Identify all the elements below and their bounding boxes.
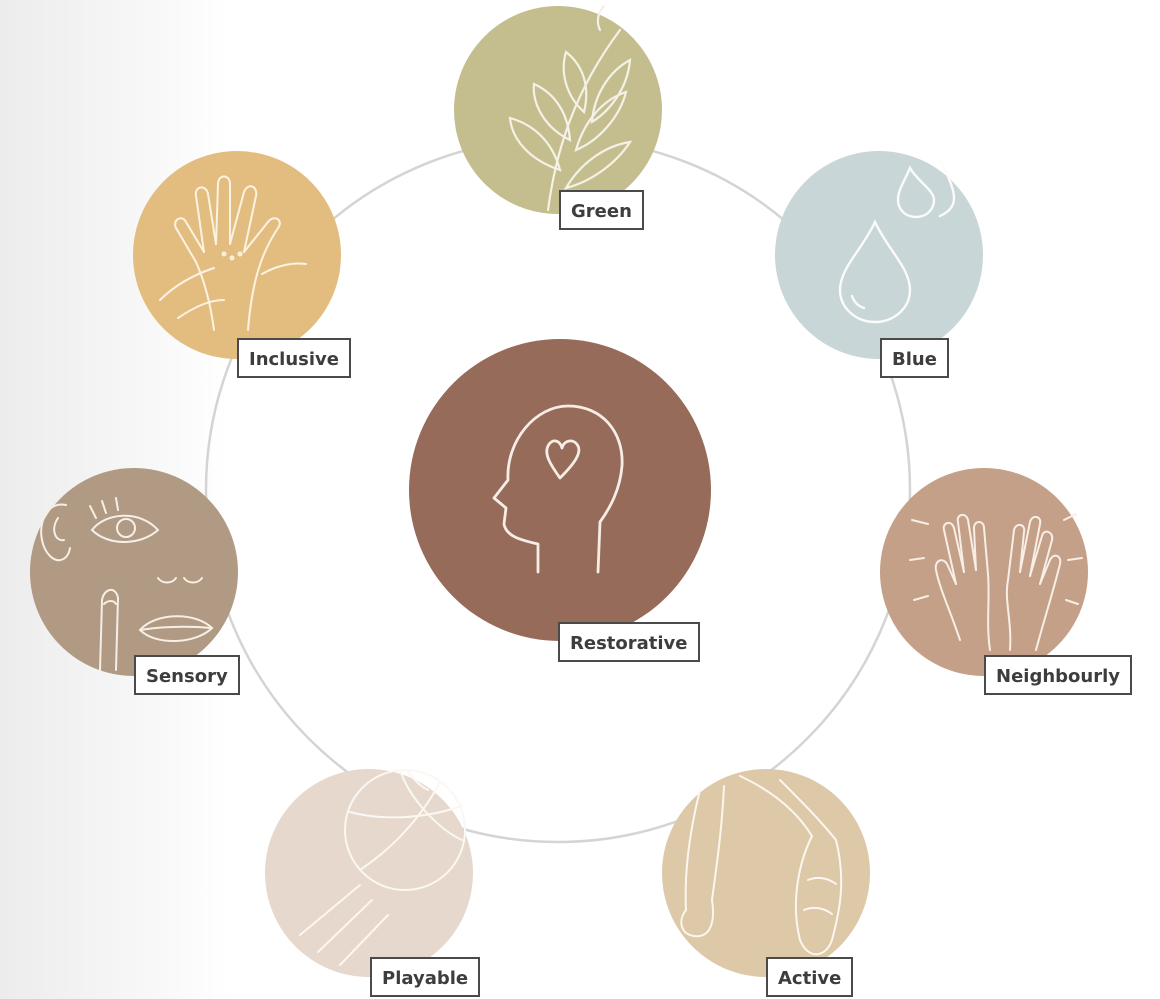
node-inclusive-circle bbox=[133, 151, 341, 359]
node-green-circle bbox=[454, 6, 662, 214]
label-restorative: Restorative bbox=[558, 622, 700, 662]
label-blue: Blue bbox=[880, 338, 949, 378]
node-restorative-circle bbox=[409, 339, 711, 641]
label-inclusive: Inclusive bbox=[237, 338, 351, 378]
node-blue bbox=[775, 151, 983, 359]
node-playable-circle bbox=[265, 769, 473, 977]
label-playable: Playable bbox=[370, 957, 480, 997]
node-playable bbox=[265, 769, 473, 977]
node-inclusive bbox=[133, 151, 341, 359]
label-green: Green bbox=[559, 190, 644, 230]
node-neighbourly bbox=[880, 468, 1088, 676]
node-sensory-circle bbox=[30, 468, 238, 676]
label-sensory: Sensory bbox=[134, 655, 240, 695]
node-neighbourly-circle bbox=[880, 468, 1088, 676]
node-active bbox=[662, 769, 870, 977]
label-active: Active bbox=[766, 957, 853, 997]
node-blue-circle bbox=[775, 151, 983, 359]
node-sensory bbox=[30, 468, 238, 676]
node-green bbox=[454, 6, 662, 214]
label-neighbourly: Neighbourly bbox=[984, 655, 1132, 695]
node-restorative bbox=[409, 339, 711, 641]
node-active-circle bbox=[662, 769, 870, 977]
